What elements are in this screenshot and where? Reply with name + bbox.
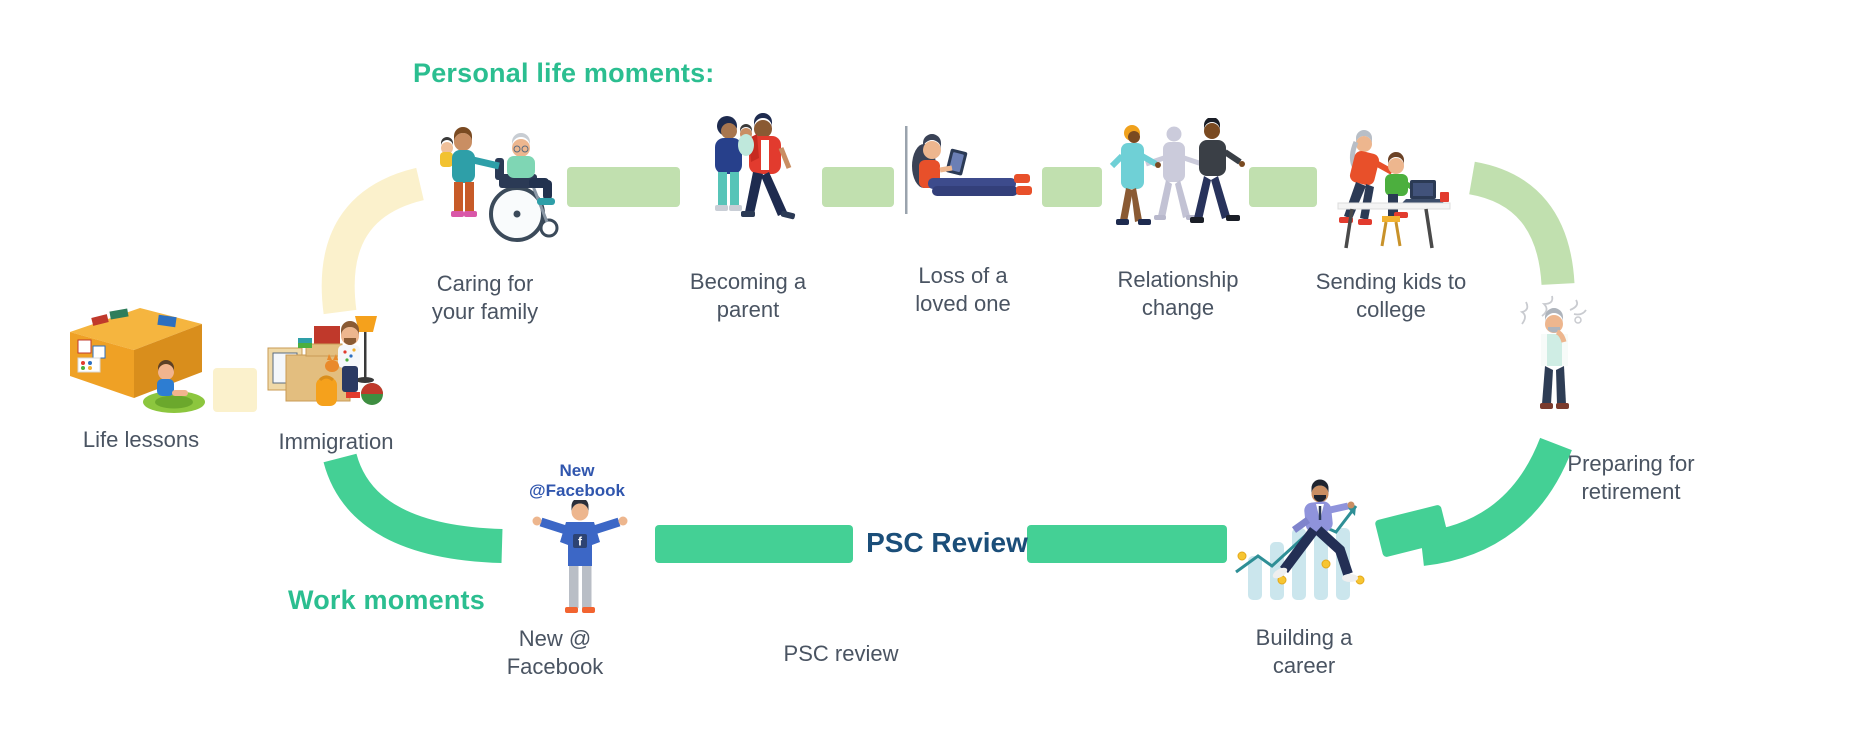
sending-kids-college-illustration [1337, 130, 1451, 249]
psc-review-banner: PSC Review [866, 527, 1028, 558]
label-psc-review: PSC review [783, 641, 899, 666]
new-at-facebook-badge-line1: New [559, 461, 595, 480]
building-career-illustration [1235, 479, 1365, 600]
label-relationship-change: Relationship change [1117, 267, 1239, 321]
preparing-retirement-illustration [1519, 295, 1587, 409]
label-new-at-facebook: New @ Facebook [506, 626, 604, 680]
relationship-change-illustration [1109, 118, 1245, 225]
cream-arc-immigration-to-caring [321, 167, 425, 315]
lightgreen-arc-college-to-retirement [1468, 161, 1575, 286]
personal-moments-header: Personal life moments: [413, 58, 715, 88]
emerald-arc-career-to-retirement [1419, 437, 1572, 566]
label-becoming-a-parent: Becoming a parent [689, 269, 807, 323]
label-sending-kids-to-college: Sending kids to college [1315, 269, 1467, 323]
label-immigration: Immigration [278, 429, 394, 454]
immigration-illustration [267, 316, 383, 406]
new-at-facebook-badge-line2: @Facebook [529, 480, 625, 500]
life-lessons-illustration [70, 308, 205, 413]
label-caring-for-your-family: Caring for your family [431, 271, 539, 325]
connector-loss-relationship [1042, 167, 1102, 207]
svg-text:f: f [578, 535, 583, 549]
connector-relationship-college [1249, 167, 1317, 207]
label-loss-of-a-loved-one: Loss of a loved one [915, 263, 1011, 317]
label-preparing-for-retirement: Preparing for retirement [1567, 451, 1695, 505]
caring-family-illustration [440, 127, 559, 242]
label-life-lessons: Life lessons [82, 427, 200, 452]
loss-loved-one-illustration [905, 126, 1032, 214]
becoming-parent-illustration [715, 113, 796, 220]
connector-psc-career [1027, 525, 1227, 563]
work-moments-header: Work moments [288, 585, 485, 615]
connector-caring-parent [567, 167, 680, 207]
new-facebook-illustration: f [532, 500, 628, 613]
emerald-arc-immigration-to-work [323, 452, 503, 563]
connector-lessons-immigration [213, 368, 257, 412]
connector-facebook-psc [655, 525, 853, 563]
new-at-facebook-badge: New @Facebook [517, 461, 637, 500]
label-building-a-career: Building a career [1255, 625, 1353, 679]
connector-parent-loss [822, 167, 894, 207]
